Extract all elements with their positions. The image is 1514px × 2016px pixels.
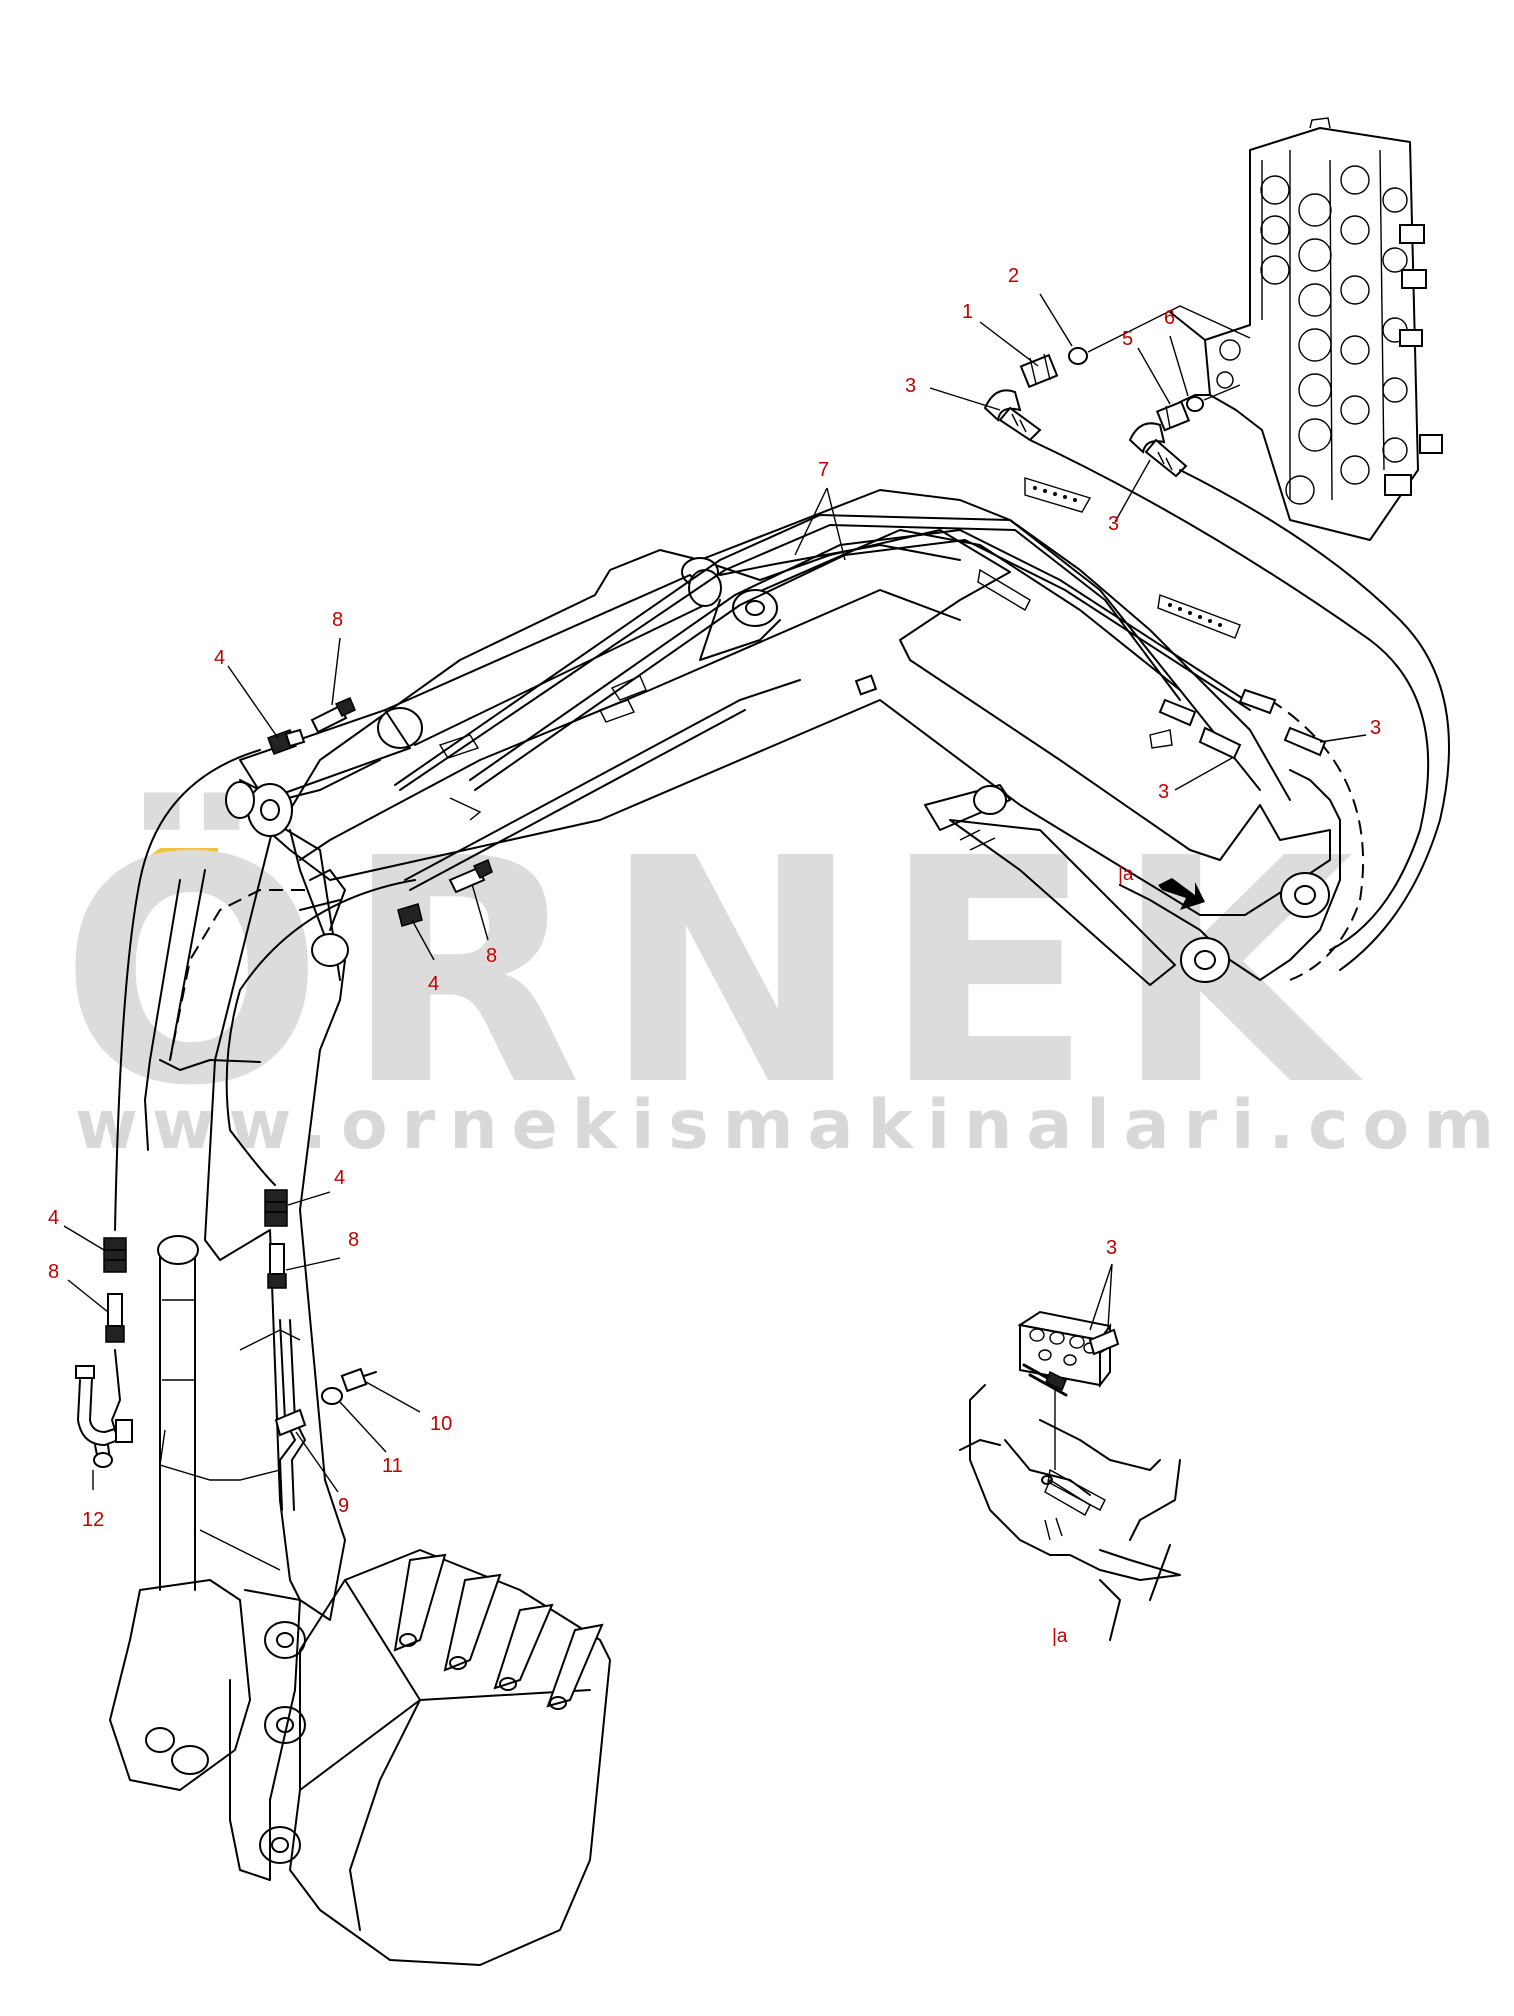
union-fitting-1 — [1019, 353, 1059, 389]
arm — [109, 779, 349, 1881]
view-arrow-icon — [1158, 878, 1205, 910]
callout-9: 9 — [338, 1495, 349, 1517]
callout-7: 7 — [818, 459, 829, 481]
callout-10: 10 — [430, 1413, 452, 1435]
callout-8-mid: 8 — [486, 945, 497, 967]
o-ring-6 — [1186, 396, 1204, 412]
u-clamp-12 — [75, 1365, 133, 1468]
valve-fittings — [983, 305, 1251, 478]
washer-11 — [321, 1387, 343, 1405]
nipple-8-mid — [448, 858, 493, 894]
union-fitting-5 — [1155, 400, 1191, 432]
view-marker-detail: |a — [1052, 1626, 1068, 1647]
hose-nut-4-right — [264, 1189, 288, 1227]
callout-11: 11 — [382, 1455, 403, 1477]
o-ring-2 — [1068, 347, 1088, 365]
watermark-brand: ÖRNEK — [60, 789, 1374, 1154]
callout-1: 1 — [962, 301, 973, 323]
hose-nut-4-mid — [397, 903, 423, 927]
callout-3-boom-mid: 3 — [1158, 781, 1169, 803]
callout-3-valve-right: 3 — [1108, 513, 1119, 535]
bolt-10 — [340, 1367, 377, 1393]
nipple-8-top — [310, 697, 356, 734]
hose-connectors-boom — [1158, 688, 1327, 760]
watermark-url: www.ornekismakinalari.com.tr — [75, 1086, 1514, 1165]
boom — [239, 477, 1341, 986]
callout-6: 6 — [1164, 307, 1175, 329]
watermark-accent-mark — [132, 848, 218, 870]
elbow-hose-fitting-left — [983, 389, 1042, 442]
bucket-teeth — [393, 1553, 604, 1710]
callout-8-arm-right: 8 — [348, 1229, 359, 1251]
callout-4-top: 4 — [214, 647, 225, 669]
fittings-4-8 — [75, 697, 493, 1468]
elbow-hose-fitting-right — [1128, 422, 1188, 478]
callout-8-top: 8 — [332, 609, 343, 631]
nipple-8-right — [267, 1243, 287, 1289]
nipple-8-left — [105, 1293, 125, 1343]
leader-lines — [63, 293, 1367, 1493]
view-marker-main: |a — [1118, 864, 1134, 885]
watermark: ÖRNEK www.ornekismakinalari.com.tr — [60, 789, 1514, 1165]
callout-4-mid: 4 — [428, 973, 439, 995]
callout-12: 12 — [82, 1509, 104, 1531]
detail-view-a — [959, 1310, 1181, 1641]
callout-3-detail: 3 — [1106, 1237, 1117, 1259]
pipe-clamp-9 — [274, 1408, 307, 1437]
callout-5: 5 — [1122, 328, 1133, 350]
callout-3-boom-right: 3 — [1370, 717, 1381, 739]
hose-nut-4-left — [103, 1237, 127, 1273]
bucket — [289, 1549, 611, 1966]
callout-4-arm-left: 4 — [48, 1207, 59, 1229]
control-valve — [1169, 117, 1443, 541]
callout-8-arm-left: 8 — [48, 1261, 59, 1283]
callout-3-valve-left: 3 — [905, 375, 916, 397]
callout-4-arm-right: 4 — [334, 1167, 345, 1189]
callout-2: 2 — [1008, 265, 1019, 287]
hose-nut-4-top — [267, 728, 306, 755]
callout-labels: 1 2 3 5 6 7 3 3 3 4 8 8 4 4 8 4 8 10 11 … — [48, 265, 1381, 1531]
